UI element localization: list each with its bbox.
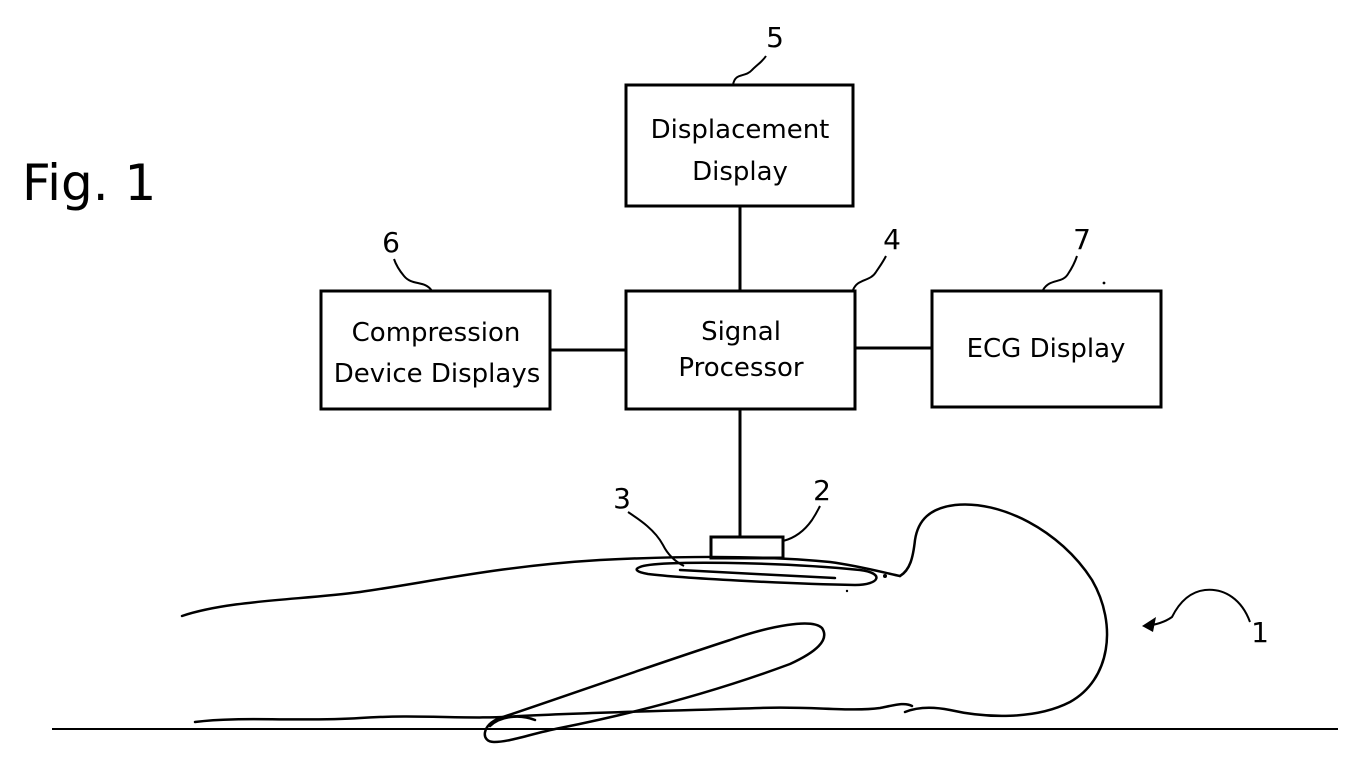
patient-lower-contour (195, 704, 912, 722)
ecg-display-ref: 7 (1073, 223, 1091, 256)
ecg-display-label: ECG Display (967, 334, 1126, 364)
speck-mark (1103, 282, 1106, 285)
patient-chin-dot (883, 574, 887, 578)
signal-processor-ref: 4 (883, 223, 901, 256)
patient-arrow-head (1142, 617, 1156, 632)
compression-device-displays-box (321, 291, 550, 409)
ecg-display-block: ECG Display (932, 291, 1161, 407)
compression-device-displays-ref: 6 (382, 226, 400, 259)
signal-processor-block: Signal Processor (626, 291, 855, 409)
signal-processor-box (626, 291, 855, 409)
signal-processor-leader (853, 256, 886, 290)
displacement-display-leader (733, 56, 766, 85)
patient-head-outline (900, 504, 1107, 715)
compression-device-inner-line (680, 570, 835, 578)
ecg-display-leader (1043, 256, 1077, 290)
compression-device-ref: 3 (613, 482, 631, 515)
sensor-ref: 2 (813, 474, 831, 507)
displacement-display-label-line2: Display (692, 157, 788, 187)
signal-processor-label-line2: Processor (678, 353, 804, 383)
figure-label: Fig. 1 (22, 154, 156, 212)
signal-processor-label-line1: Signal (701, 317, 781, 347)
displacement-display-block: Displacement Display (626, 85, 853, 206)
compression-device-displays-label-line2: Device Displays (334, 359, 541, 389)
displacement-display-label-line1: Displacement (651, 115, 830, 145)
sensor-block (711, 537, 783, 558)
compression-device-displays-leader (394, 259, 432, 291)
patient-leader (1145, 590, 1250, 626)
compression-device-displays-block: Compression Device Displays (321, 291, 550, 409)
displacement-display-ref: 5 (766, 21, 784, 54)
patient-body (182, 504, 1107, 742)
patient-speck (846, 590, 848, 592)
displacement-display-box (626, 85, 853, 206)
patient-ref: 1 (1251, 616, 1269, 649)
sensor-leader (783, 506, 820, 541)
patient-arm (485, 624, 824, 742)
compression-device-displays-label-line1: Compression (352, 318, 521, 348)
